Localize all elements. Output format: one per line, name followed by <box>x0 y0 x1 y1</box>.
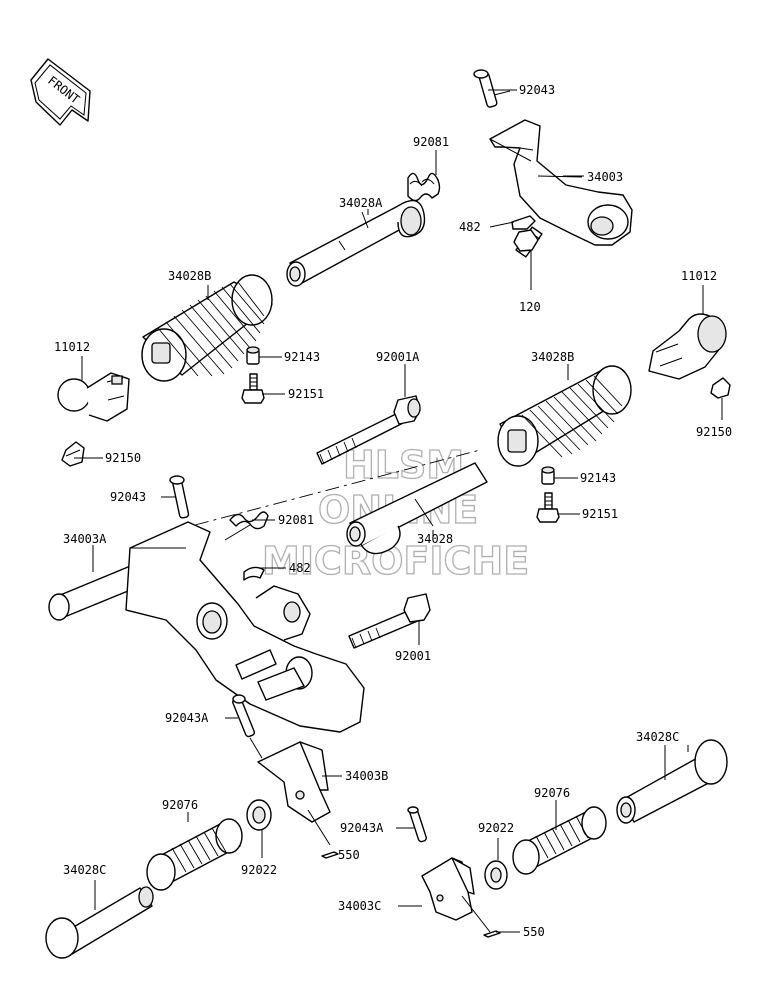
callout-92022-right: 92022 <box>478 821 514 835</box>
callout-34028A: 34028A <box>339 196 383 210</box>
callout-92151-left: 92151 <box>288 387 324 401</box>
callout-92151-right: 92151 <box>582 507 618 521</box>
callout-550-right: 550 <box>523 925 545 939</box>
bolt-92001 <box>348 593 431 649</box>
callout-11012-left: 11012 <box>54 340 90 354</box>
leader-lines <box>74 89 689 933</box>
callout-92043A: 92043A <box>165 711 209 725</box>
footpeg-rubber-34028B-left <box>141 274 273 382</box>
callout-92081-mid: 92081 <box>278 513 314 527</box>
peg-34028C-right <box>616 739 728 824</box>
callout-92043-top: 92043 <box>519 83 555 97</box>
pin-92043-mid <box>169 475 190 519</box>
bracket-34003C <box>421 857 491 933</box>
cap-11012-right <box>648 285 727 380</box>
washer-92022-left <box>246 799 272 858</box>
callout-34003: 34003 <box>587 170 623 184</box>
callout-92001A: 92001A <box>376 350 420 364</box>
callout-34003A: 34003A <box>63 532 107 546</box>
bracket-34003 <box>489 119 633 246</box>
nut-92143-right <box>541 466 555 485</box>
callout-92076-right: 92076 <box>534 786 570 800</box>
washer-482-mid <box>243 566 265 581</box>
cap-11012-left <box>57 372 130 422</box>
callout-92150-right: 92150 <box>696 425 732 439</box>
sleeve-34028A <box>286 199 426 287</box>
footpeg-rubber-92076-right <box>512 800 607 875</box>
footpeg-rubber-92076-left <box>146 818 243 891</box>
bolt-92151-right <box>536 492 560 523</box>
bracket-34003A <box>48 521 365 733</box>
callout-92143-left: 92143 <box>284 350 320 364</box>
washer-92022-right <box>484 838 508 890</box>
callout-92081-top: 92081 <box>413 135 449 149</box>
callout-550-left: 550 <box>338 848 360 862</box>
callout-92043A-low: 92043A <box>340 821 384 835</box>
pin-92043-top <box>473 69 511 108</box>
callout-labels: 92043 92081 34003 34028A 482 120 34028B … <box>54 83 732 939</box>
callout-92076-left: 92076 <box>162 798 198 812</box>
callout-92043-mid: 92043 <box>110 490 146 504</box>
callout-92001: 92001 <box>395 649 431 663</box>
callout-34003C: 34003C <box>338 899 381 913</box>
bolt-92151-left <box>241 373 265 404</box>
pin-92043A-upper <box>232 694 263 759</box>
footpeg-rubber-34028B-right <box>497 365 632 467</box>
bolt-92150-left <box>61 441 85 467</box>
callout-11012-right: 11012 <box>681 269 717 283</box>
bolt-92150-right <box>710 377 731 420</box>
callout-482-mid: 482 <box>289 561 311 575</box>
bracket-34003B <box>257 741 331 846</box>
bolt-120 <box>513 226 543 290</box>
callout-34028C-right: 34028C <box>636 730 679 744</box>
bolt-92001A <box>316 364 421 465</box>
peg-34028C-left <box>45 880 154 959</box>
nut-92143-left <box>246 346 260 365</box>
cotter-pin-550-left <box>321 851 339 859</box>
callout-482-top: 482 <box>459 220 481 234</box>
callout-34003B: 34003B <box>345 769 388 783</box>
callout-92150-left: 92150 <box>105 451 141 465</box>
watermark-line-3: MICROFICHE <box>262 539 529 583</box>
spring-92081-mid <box>224 511 269 541</box>
pin-92043A-lower <box>407 806 427 843</box>
callout-34028: 34028 <box>417 532 453 546</box>
front-arrow-icon: FRONT <box>30 58 91 126</box>
callout-34028C-left: 34028C <box>63 863 106 877</box>
callout-34028B-right: 34028B <box>531 350 574 364</box>
callout-92022-left: 92022 <box>241 863 277 877</box>
callout-120: 120 <box>519 300 541 314</box>
spring-92081-top <box>407 172 441 202</box>
callout-34028B-left: 34028B <box>168 269 211 283</box>
sleeve-34028 <box>346 462 488 555</box>
callout-92143-right: 92143 <box>580 471 616 485</box>
washer-482-top <box>511 215 536 230</box>
